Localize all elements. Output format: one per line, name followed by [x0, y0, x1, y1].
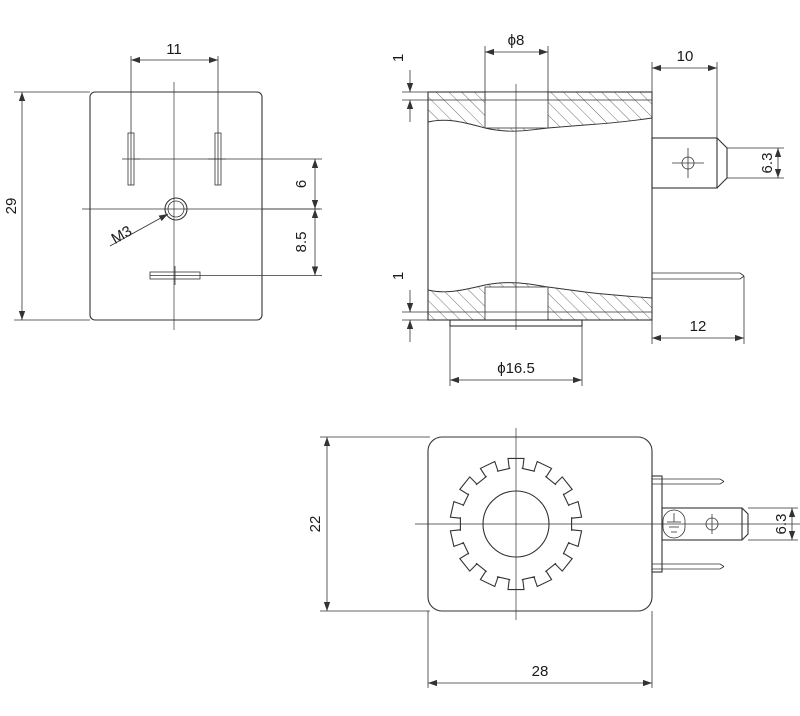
label-inner-diameter: ϕ8: [508, 32, 525, 49]
side-terminal: [651, 475, 749, 573]
dim-leader-m3: [109, 213, 169, 247]
label-side-height: 22: [307, 516, 324, 533]
side-view: 22 28 6.3: [307, 428, 800, 688]
label-terminal-extent: 12: [690, 318, 707, 335]
label-thread: M3: [108, 223, 135, 248]
label-pin-spacing: 11: [166, 41, 182, 58]
label-offset-upper: 6: [293, 180, 310, 188]
label-wall-bottom: 1: [390, 272, 407, 280]
label-terminal-length: 10: [677, 48, 694, 65]
side-pin-upper: [652, 478, 725, 485]
label-front-height: 29: [3, 198, 20, 215]
side-notched-ring: [449, 457, 583, 591]
front-body-outline: [89, 91, 263, 321]
section-terminal: [651, 137, 728, 189]
label-terminal-width: 6.3: [759, 153, 776, 174]
label-offset-lower: 8.5: [293, 232, 310, 253]
label-wall-top: 1: [390, 54, 407, 62]
label-side-terminal-width: 6.3: [773, 514, 790, 535]
front-view: 11 29 6 8.5 M3: [3, 41, 322, 330]
label-side-width: 28: [532, 663, 549, 680]
side-pin-lower: [652, 563, 725, 570]
section-pin-lower: [652, 272, 745, 280]
ground-icon: [662, 509, 686, 539]
label-outer-diameter: ϕ16.5: [497, 360, 535, 377]
front-pin-ground: [149, 266, 201, 285]
side-bore: [482, 490, 550, 558]
front-m3-hole: [164, 197, 188, 221]
section-view: ϕ8 10 6.3 12 ϕ16.5 1 1: [390, 32, 784, 386]
